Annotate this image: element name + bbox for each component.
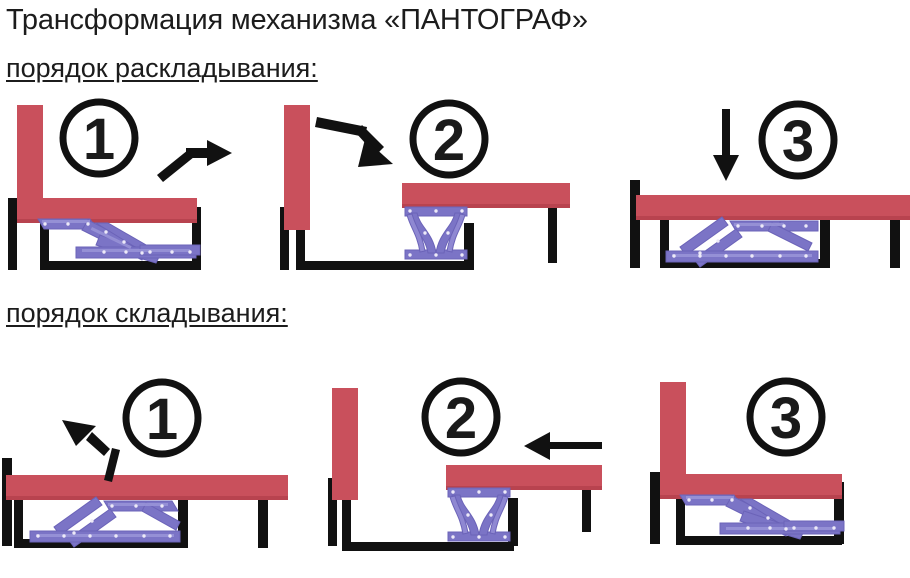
frame-legs bbox=[630, 180, 900, 268]
cushion-red bbox=[636, 195, 910, 220]
rivet-dots bbox=[687, 498, 836, 531]
cushion-red bbox=[284, 105, 570, 230]
arrow-bent-down-right-icon bbox=[315, 117, 393, 167]
step-number: 1 bbox=[146, 387, 178, 452]
rivet-dots bbox=[672, 224, 808, 258]
step-number: 3 bbox=[782, 109, 814, 174]
step-panel-fold-3: 3 bbox=[628, 370, 910, 578]
pantograph-mechanism bbox=[447, 487, 511, 542]
frame-legs bbox=[2, 458, 268, 548]
frame-legs bbox=[328, 478, 591, 551]
cushion-red bbox=[660, 382, 842, 499]
step-badge-3: 3 bbox=[758, 100, 838, 180]
pantograph-mechanism bbox=[29, 496, 181, 548]
rivet-dots bbox=[451, 490, 507, 539]
step-panel-unfold-3: 3 bbox=[622, 95, 910, 280]
step-badge-1: 1 bbox=[122, 378, 202, 458]
step-panel-unfold-2: 2 bbox=[262, 95, 582, 280]
cushion-red bbox=[332, 388, 602, 500]
cushion-red bbox=[17, 105, 197, 223]
page-title: Трансформация механизма «ПАНТОГРАФ» bbox=[6, 4, 588, 36]
step-number: 2 bbox=[445, 386, 477, 451]
step-badge-2: 2 bbox=[421, 377, 501, 457]
step-number: 1 bbox=[83, 107, 115, 172]
rivet-dots bbox=[408, 209, 464, 257]
arrow-bent-up-right-icon bbox=[157, 140, 232, 182]
section-heading-folding: порядок складывания: bbox=[6, 298, 288, 328]
section-heading-unfolding: порядок раскладывания: bbox=[6, 53, 318, 83]
arrow-left-icon bbox=[524, 432, 602, 460]
step-panel-fold-2: 2 bbox=[302, 370, 622, 578]
arrow-down-icon bbox=[713, 109, 739, 181]
pantograph-mechanism bbox=[404, 206, 468, 260]
step-number: 2 bbox=[433, 108, 465, 173]
arrow-bent-up-left-icon bbox=[62, 420, 120, 482]
step-badge-3: 3 bbox=[746, 377, 826, 457]
step-badge-1: 1 bbox=[59, 98, 139, 178]
step-panel-unfold-1: 1 bbox=[0, 95, 270, 280]
pantograph-mechanism bbox=[679, 494, 845, 540]
pantograph-mechanism bbox=[37, 218, 201, 264]
step-badge-2: 2 bbox=[409, 99, 489, 179]
cushion-red bbox=[6, 475, 288, 500]
rivet-dots bbox=[43, 222, 192, 255]
pantograph-mechanism bbox=[665, 216, 819, 268]
frame-legs bbox=[650, 472, 844, 545]
step-panel-fold-1: 1 bbox=[0, 370, 300, 578]
step-number: 3 bbox=[770, 386, 802, 451]
rivet-dots bbox=[36, 504, 172, 538]
frame-legs bbox=[280, 205, 557, 270]
frame-legs bbox=[8, 198, 201, 270]
